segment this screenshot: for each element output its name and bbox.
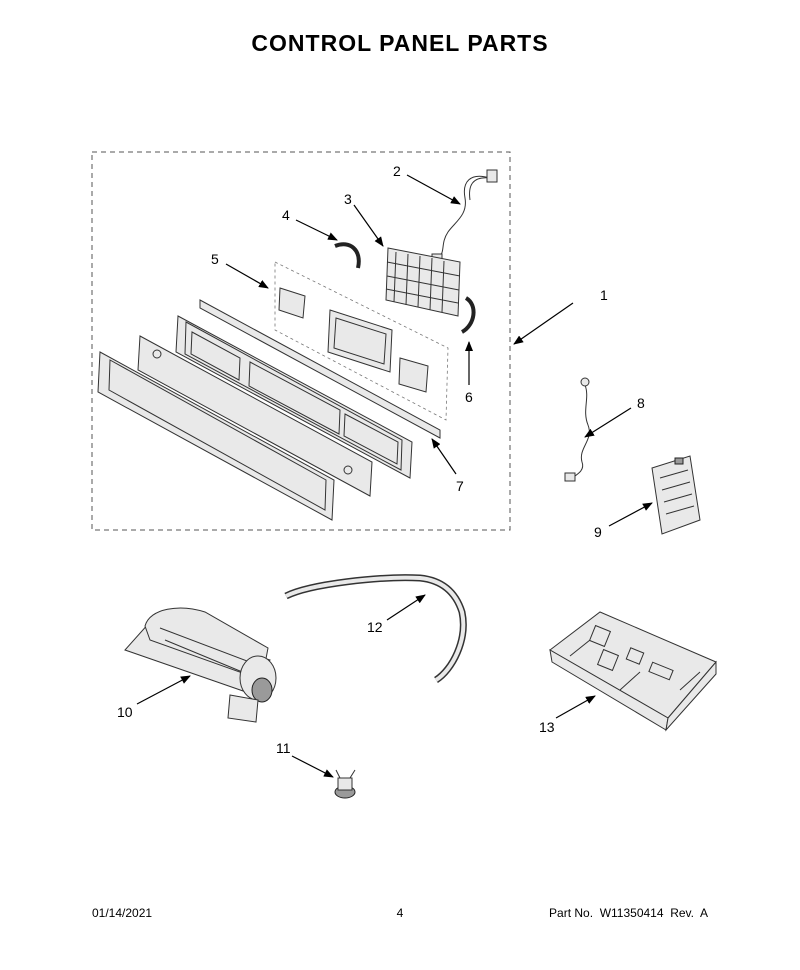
part-seal-12[interactable] <box>284 574 467 683</box>
leader-7 <box>431 438 457 475</box>
callout-5: 5 <box>211 251 219 267</box>
part-control-board-13[interactable] <box>549 611 717 732</box>
leader-5 <box>225 263 269 289</box>
leader-4 <box>295 219 338 241</box>
part-filter-grid-3[interactable] <box>385 247 461 317</box>
leader-11 <box>291 755 334 778</box>
callout-4: 4 <box>282 207 290 223</box>
callout-7: 7 <box>456 478 464 494</box>
assembly-boundary <box>91 151 511 531</box>
part-gasket-6[interactable] <box>460 296 476 334</box>
callout-12: 12 <box>367 619 383 635</box>
leader-9 <box>608 502 653 527</box>
leader-12 <box>386 594 426 621</box>
footer-page-number: 4 <box>396 906 404 920</box>
callout-3: 3 <box>344 191 352 207</box>
leader-8 <box>584 407 632 438</box>
callout-11: 11 <box>276 740 291 756</box>
callout-9: 9 <box>594 524 602 540</box>
part-glass-panel[interactable] <box>97 351 335 521</box>
part-bracket-9[interactable] <box>651 455 701 535</box>
part-wire-harness-8[interactable] <box>564 377 590 482</box>
leader-1 <box>513 302 574 345</box>
part-wire-harness-2[interactable] <box>431 169 498 265</box>
callout-1: 1 <box>600 287 608 303</box>
callout-10: 10 <box>117 704 133 720</box>
part-thermostat-11[interactable] <box>334 769 356 799</box>
leader-10 <box>136 675 191 705</box>
leader-13 <box>555 695 596 719</box>
page-title: CONTROL PANEL PARTS <box>251 30 549 56</box>
callout-6: 6 <box>465 389 473 405</box>
callout-8: 8 <box>637 395 645 411</box>
callout-2: 2 <box>393 163 401 179</box>
part-gasket-4[interactable] <box>334 242 361 269</box>
part-trim-panel[interactable] <box>137 335 373 497</box>
part-blower-10[interactable] <box>124 607 277 723</box>
part-subassembly-5[interactable] <box>274 261 449 421</box>
leader-3 <box>353 204 384 247</box>
footer-date: 01/14/2021 <box>92 906 153 920</box>
part-panel-frame-7[interactable] <box>175 299 441 479</box>
leader-2 <box>406 174 461 205</box>
footer-part-info: Part No. W11350414 Rev. A <box>549 906 708 920</box>
callout-13: 13 <box>539 719 555 735</box>
